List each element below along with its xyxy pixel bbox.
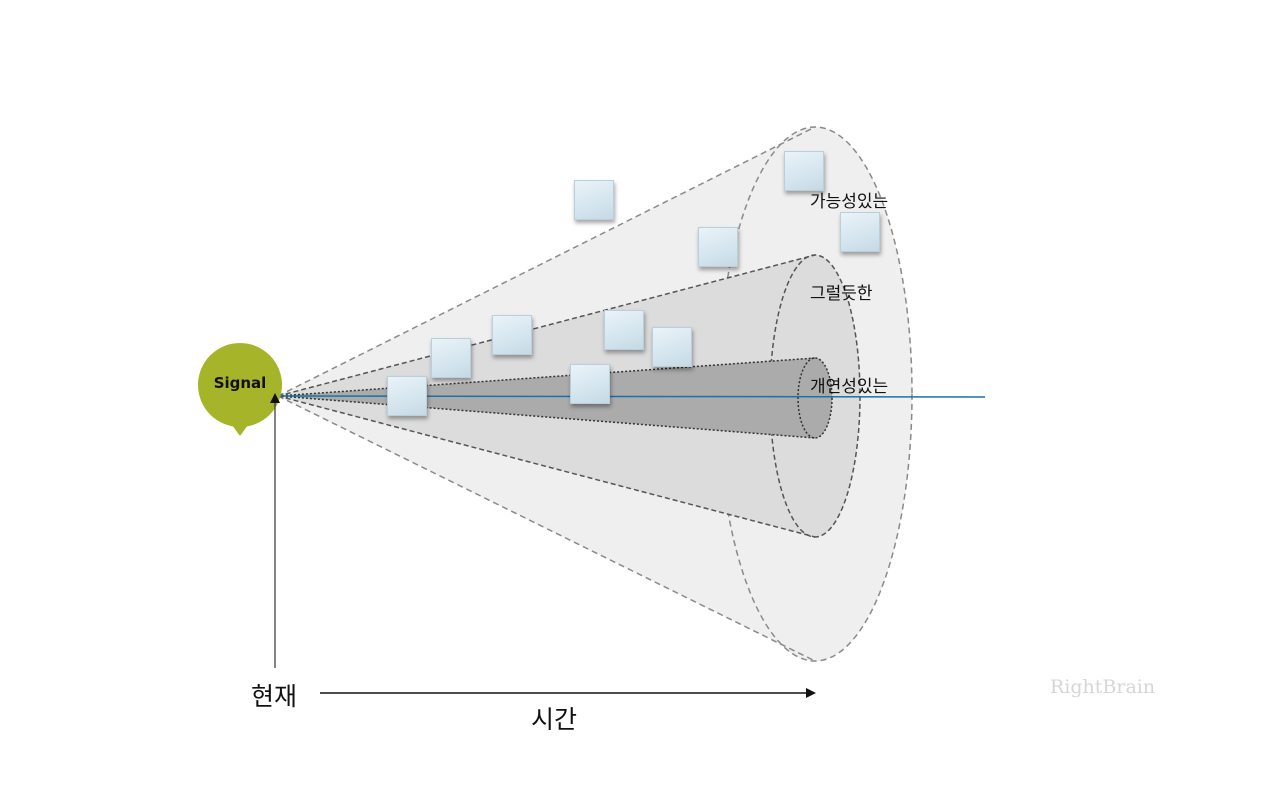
- plausible-label: 그럴듯한: [810, 284, 873, 304]
- present-label: 현재: [251, 682, 298, 711]
- sticky-note: [652, 327, 692, 367]
- probable-label: 개연성있는: [810, 377, 889, 397]
- signal-label: Signal: [213, 374, 267, 392]
- possible-label: 가능성있는: [810, 192, 889, 212]
- sticky-note: [604, 310, 644, 350]
- signal-marker: [198, 343, 282, 436]
- inner-cone: [277, 357, 833, 439]
- sticky-note: [784, 151, 824, 191]
- sticky-note: [570, 364, 610, 404]
- sticky-note: [574, 180, 614, 220]
- time-label: 시간: [531, 705, 578, 734]
- sticky-note: [698, 227, 738, 267]
- sticky-note: [431, 338, 471, 378]
- sticky-note: [387, 376, 427, 416]
- sticky-note: [840, 212, 880, 252]
- sticky-note: [492, 315, 532, 355]
- watermark: RightBrain: [1050, 676, 1156, 698]
